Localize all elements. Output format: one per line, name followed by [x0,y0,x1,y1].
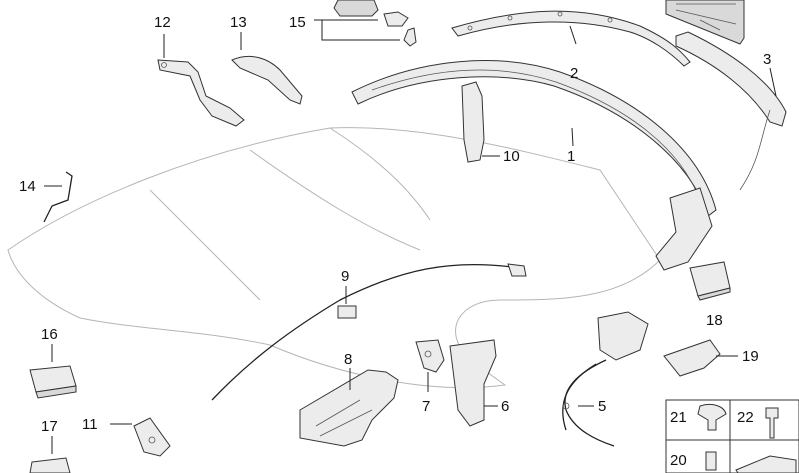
callout-2: 2 [570,65,578,82]
part-17-block [29,457,71,473]
soft-top-outline [7,127,661,389]
callout-19: 19 [742,348,759,365]
callout-21: 21 [670,409,687,426]
part-10-slat [461,81,485,163]
part-8-bracket [299,369,399,447]
part-3-seal [675,31,787,191]
callout-17: 17 [41,418,58,435]
callout-22: 22 [737,409,754,426]
part-13-trim [231,55,303,105]
callout-15: 15 [289,14,306,31]
callout-3: 3 [763,51,771,68]
callout-5: 5 [598,398,606,415]
part-2-rail [451,10,691,67]
part-9-cable [211,263,527,401]
callout-12: 12 [154,14,171,31]
callout-11: 11 [82,416,98,433]
part-1-frame [351,60,717,271]
callout-1: 1 [567,148,575,165]
callout-7: 7 [422,398,430,415]
callout-10: 10 [503,148,520,165]
fastener-box [665,399,799,473]
callout-18: 18 [706,312,723,329]
callout-13: 13 [230,14,247,31]
callout-14: 14 [19,178,36,195]
callout-8: 8 [344,351,352,368]
part-16-block [29,365,77,399]
part-18-block [689,261,731,301]
part-15-clips [333,0,417,47]
part-12-bracket [157,59,245,127]
part-7-hinge [415,339,445,373]
top-right-part [665,0,745,45]
part-19-cover [663,339,721,377]
part-11-bracket [133,417,171,457]
callout-20: 20 [670,452,687,469]
callout-16: 16 [41,326,58,343]
callout-9: 9 [341,268,349,285]
part-6-hinge [449,339,497,427]
part-5-lock [562,311,649,447]
part-14-rod [43,171,73,223]
callout-6: 6 [501,398,509,415]
